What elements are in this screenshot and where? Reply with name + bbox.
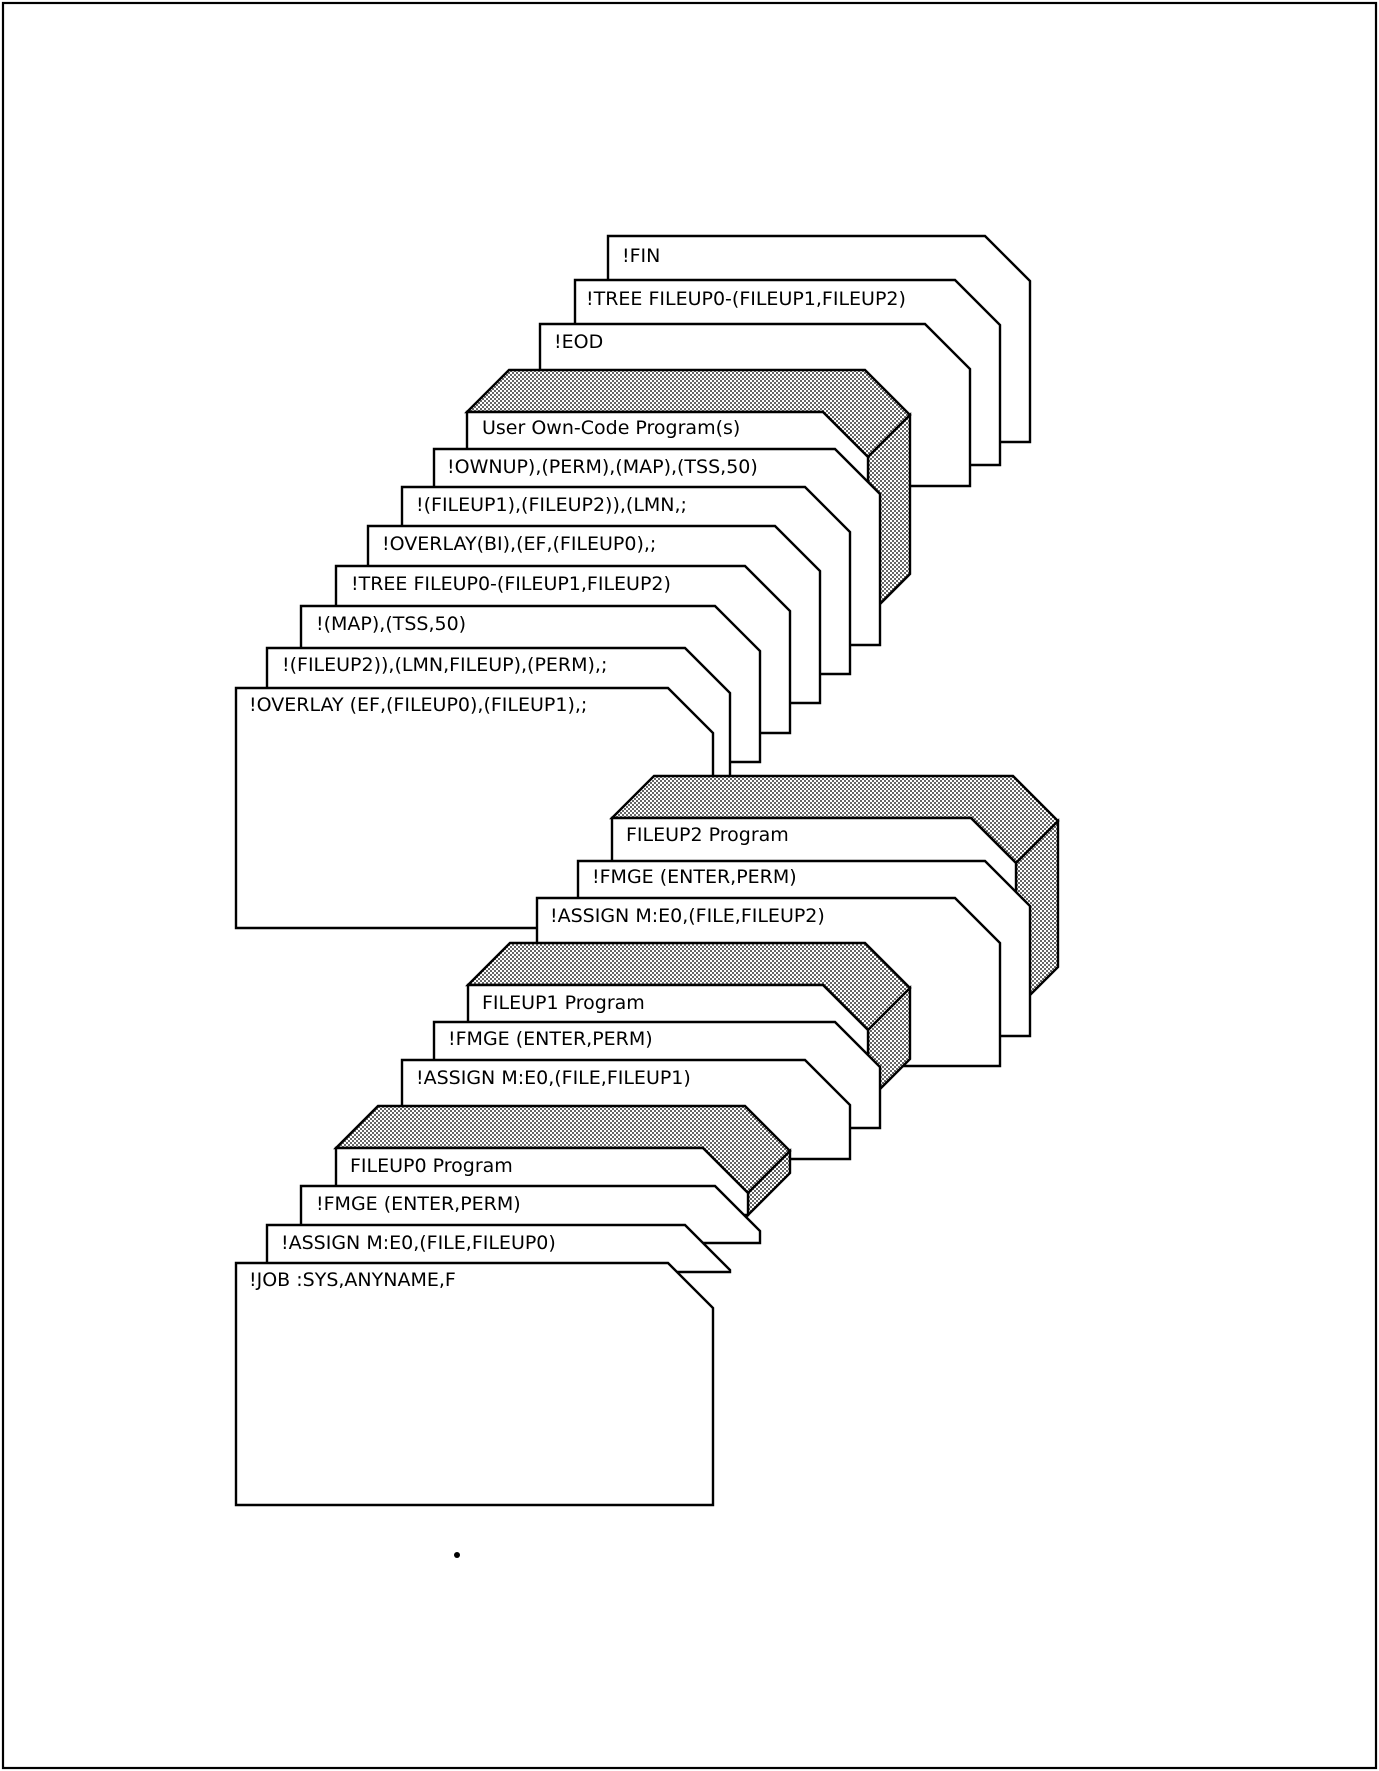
card-label: !OWNUP),(PERM),(MAP),(TSS,50) — [447, 456, 758, 478]
card-label: !ASSIGN M:E0,(FILE,FILEUP2) — [550, 905, 825, 927]
card-label: !ASSIGN M:E0,(FILE,FILEUP0) — [281, 1232, 556, 1254]
card-label: !FMGE (ENTER,PERM) — [448, 1028, 653, 1050]
card-label: !OVERLAY(BI),(EF,(FILEUP0),; — [382, 533, 656, 555]
card-label: !OVERLAY (EF,(FILEUP0),(FILEUP1),; — [249, 694, 587, 716]
card-label: FILEUP0 Program — [350, 1155, 513, 1177]
card-label: !JOB :SYS,ANYNAME,F — [249, 1269, 456, 1291]
card-label: !EOD — [554, 331, 603, 353]
card-label: !(FILEUP1),(FILEUP2)),(LMN,; — [416, 494, 687, 516]
card-label: !ASSIGN M:E0,(FILE,FILEUP1) — [416, 1067, 691, 1089]
card-deck: !FIN !TREE FILEUP0-(FILEUP1,FILEUP2) !EOD U… — [236, 236, 1058, 1505]
card-label: !FMGE (ENTER,PERM) — [592, 866, 797, 888]
card-label: !TREE FILEUP0-(FILEUP1,FILEUP2) — [586, 288, 906, 310]
card-job: !JOB :SYS,ANYNAME,F — [236, 1263, 713, 1505]
control-card-body — [236, 1263, 713, 1505]
card-label: FILEUP2 Program — [626, 824, 789, 846]
card-label: !(MAP),(TSS,50) — [316, 613, 466, 635]
card-label: !FIN — [622, 245, 660, 267]
card-label: !TREE FILEUP0-(FILEUP1,FILEUP2) — [351, 573, 671, 595]
card-label: !(FILEUP2)),(LMN,FILEUP),(PERM),; — [282, 654, 607, 676]
stray-dot — [454, 1552, 460, 1558]
card-label: !FMGE (ENTER,PERM) — [316, 1193, 521, 1215]
card-label: FILEUP1 Program — [482, 992, 645, 1014]
card-label: User Own-Code Program(s) — [482, 417, 740, 439]
